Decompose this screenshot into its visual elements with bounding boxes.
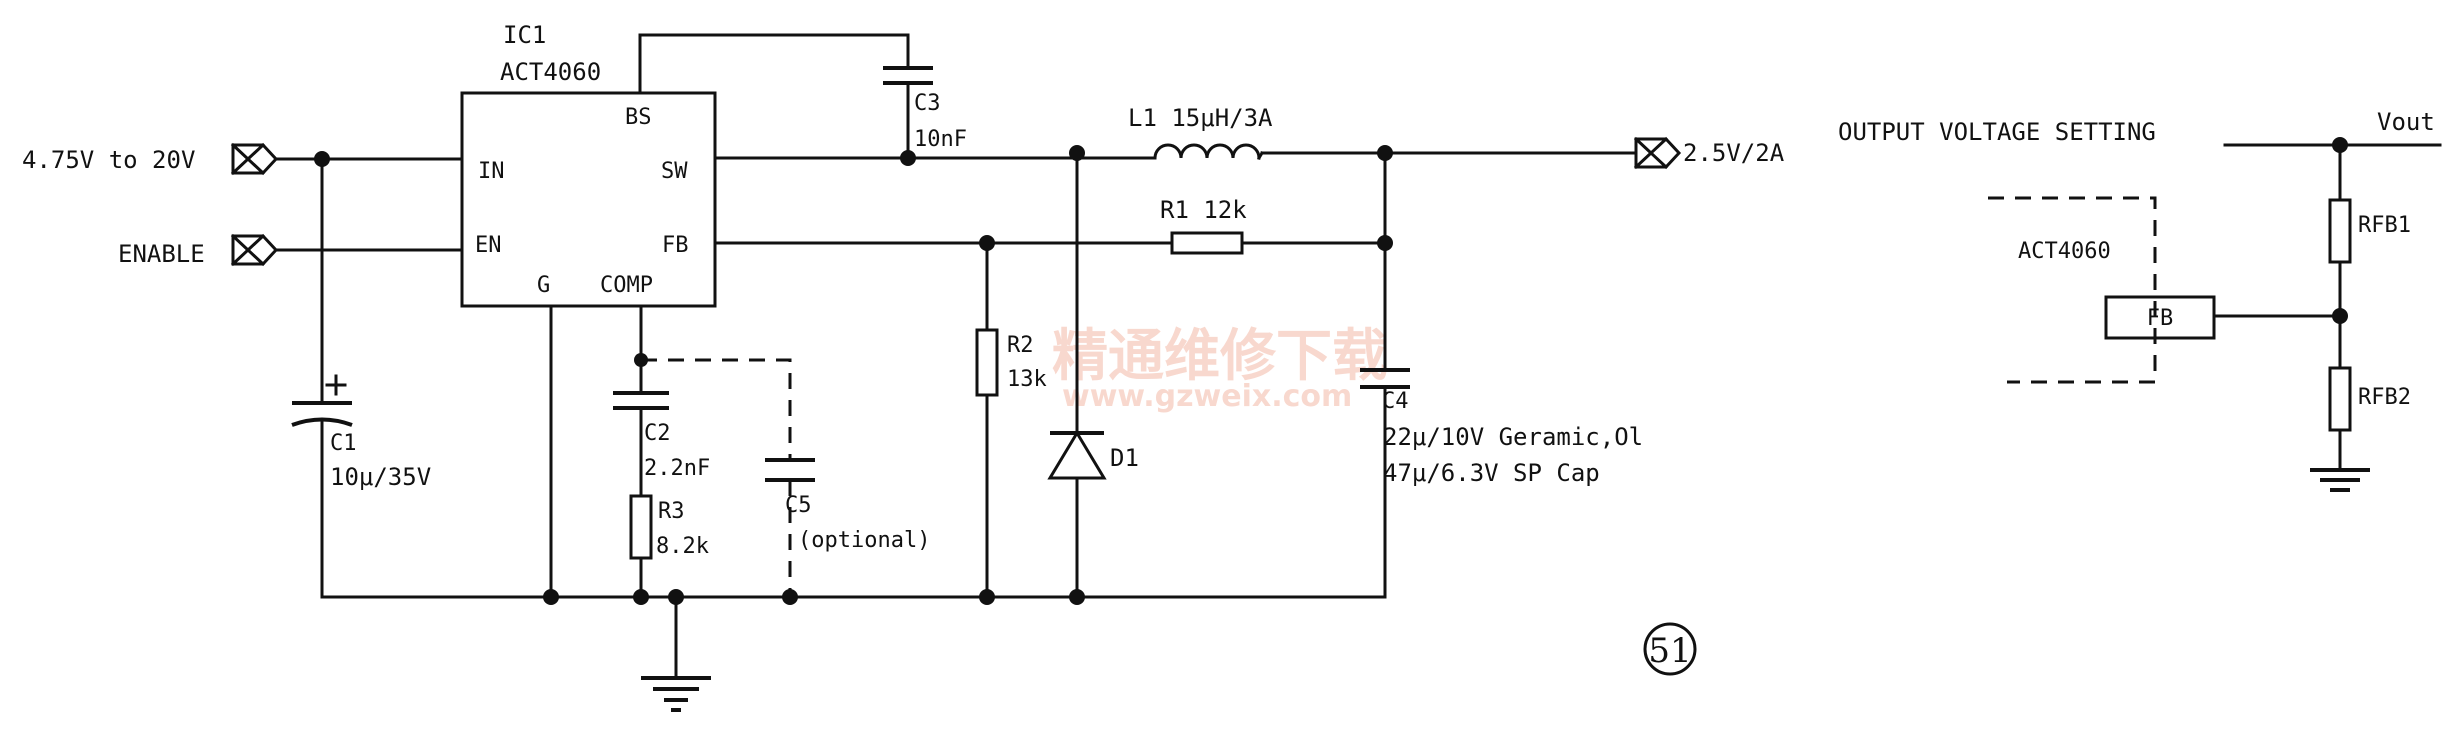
port-vout-label: 2.5V/2A	[1683, 139, 1785, 167]
l1-coil	[1153, 143, 1261, 160]
c4-ref: C4	[1382, 389, 1409, 414]
inductor-l1: L1 15μH/3A	[1128, 104, 1273, 161]
d1-triangle	[1047, 430, 1107, 480]
pin-bs: BS	[625, 105, 652, 130]
c5-note: (optional)	[798, 528, 930, 553]
pin-comp: COMP	[600, 273, 653, 298]
port-vin-label: 4.75V to 20V	[22, 146, 195, 174]
r3-value: 8.2k	[656, 534, 709, 559]
port-vin: 4.75V to 20V	[22, 142, 279, 176]
r1-body	[1170, 231, 1244, 255]
ic1-block: IC1 ACT4060 BS IN SW EN FB G COMP	[460, 21, 717, 308]
c1-ref: C1	[330, 431, 357, 456]
port-enable: ENABLE	[118, 233, 279, 268]
watermark-cn: 精通维修下载	[1052, 324, 1388, 389]
inset-vout: Vout	[2377, 108, 2435, 136]
port-vout: 2.5V/2A	[1633, 136, 1785, 170]
port-enable-label: ENABLE	[118, 240, 205, 268]
r1-label: R1 12k	[1160, 196, 1247, 224]
figure-number-text: 51	[1648, 631, 1691, 671]
r3-body	[629, 494, 653, 560]
resistor-r2: R2 13k	[975, 328, 1047, 397]
ic1-ref: IC1	[503, 21, 546, 49]
pin-in: IN	[478, 159, 505, 184]
junctions	[314, 145, 1393, 605]
ic1-body	[460, 91, 717, 308]
inset-output-voltage-setting: OUTPUT VOLTAGE SETTING Vout RFB1 RFB2 AC…	[1838, 108, 2442, 492]
capacitor-c2: C2 2.2nF	[613, 391, 710, 481]
c3-ref: C3	[914, 91, 941, 116]
c4-line1: 22μ/10V Geramic,Ol	[1383, 423, 1643, 451]
c2-ref: C2	[644, 421, 671, 446]
ic1-part: ACT4060	[500, 58, 601, 86]
inset-title: OUTPUT VOLTAGE SETTING	[1838, 118, 2156, 146]
resistor-r1: R1 12k	[1160, 196, 1247, 255]
c1-value: 10μ/35V	[330, 463, 431, 491]
inset-fb: FB	[2147, 306, 2174, 331]
pin-fb: FB	[662, 233, 689, 258]
inset-chip-outline	[1988, 196, 2157, 384]
d1-ref: D1	[1110, 444, 1139, 472]
c2-value: 2.2nF	[644, 456, 710, 481]
wires	[274, 33, 1638, 680]
r2-value: 13k	[1007, 367, 1047, 392]
port-vout-symbol	[1634, 137, 1682, 169]
r2-ref: R2	[1007, 333, 1034, 358]
resistor-r3: R3 8.2k	[629, 494, 709, 560]
diode-d1: D1	[1047, 430, 1139, 480]
c4-line2: 47μ/6.3V SP Cap	[1383, 459, 1600, 487]
pin-en: EN	[475, 233, 502, 258]
watermark-url: www.gzweix.com	[1062, 379, 1352, 414]
c5-ref: C5	[785, 493, 812, 518]
figure-number: 51	[1643, 622, 1697, 676]
capacitor-c3: C3 10nF	[883, 66, 967, 152]
pin-g: G	[537, 273, 550, 298]
rfb1-body	[2328, 198, 2352, 264]
inset-rfb1: RFB1	[2358, 213, 2411, 238]
r3-ref: R3	[658, 499, 685, 524]
capacitor-c1: C1 10μ/35V	[291, 374, 431, 491]
capacitor-c5: C5 (optional)	[765, 458, 930, 553]
watermark: 精通维修下载 www.gzweix.com	[1052, 324, 1388, 414]
pin-sw: SW	[661, 159, 688, 184]
capacitor-c4: C4 22μ/10V Geramic,Ol 47μ/6.3V SP Cap	[1360, 368, 1643, 487]
port-vin-symbol	[231, 143, 279, 175]
port-enable-symbol	[231, 234, 279, 266]
c1-plus-sign	[325, 374, 347, 396]
r2-body	[975, 328, 999, 397]
l1-label: L1 15μH/3A	[1128, 104, 1273, 132]
c3-value: 10nF	[914, 127, 967, 152]
ground-symbol	[641, 676, 711, 712]
inset-rfb2: RFB2	[2358, 385, 2411, 410]
rfb2-body	[2328, 366, 2352, 432]
inset-chip: ACT4060	[2018, 239, 2111, 264]
